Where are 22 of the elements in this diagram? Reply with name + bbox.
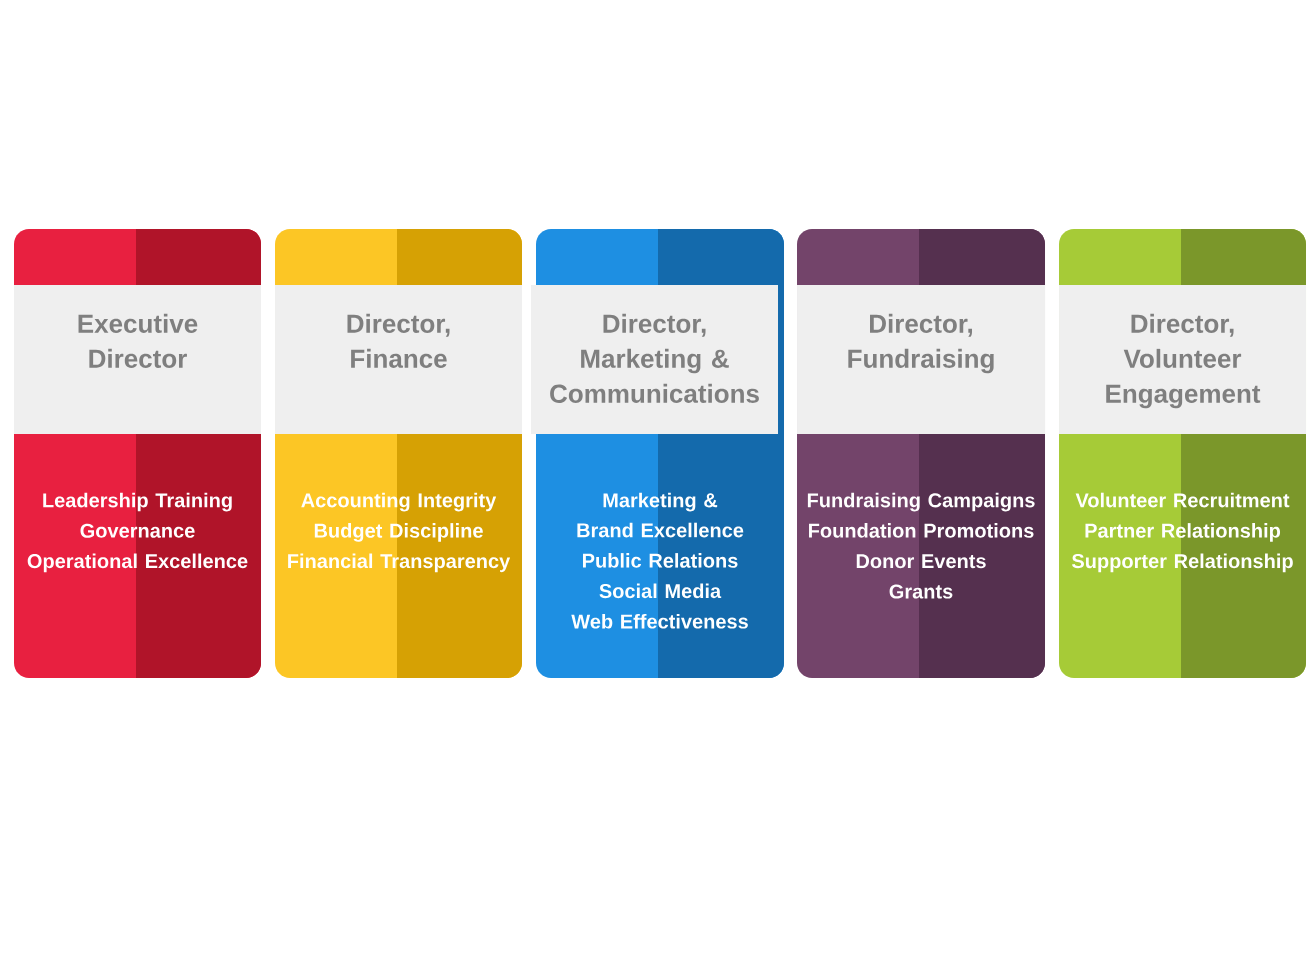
list-item: Foundation Promotions bbox=[809, 523, 1034, 538]
list-item: Web Effectiveness bbox=[571, 613, 748, 629]
title-band: Director, Volunteer Engagement bbox=[1059, 285, 1306, 434]
list-item: Budget Discipline bbox=[314, 523, 483, 542]
list-item: Social Media bbox=[599, 583, 722, 599]
list-item: Financial Transparency bbox=[288, 553, 511, 573]
list-item: Volunteer Recruitment bbox=[1075, 492, 1290, 508]
list-item: Donor Events bbox=[856, 554, 986, 569]
list-item: Marketing & Brand Excellence bbox=[577, 492, 744, 538]
title-band: Director, Finance bbox=[275, 285, 522, 434]
list-item: Partner Relationship bbox=[1085, 523, 1281, 542]
title-band: Director, Marketing & Communications bbox=[531, 285, 778, 434]
list-item: Public Relations bbox=[583, 553, 738, 568]
list-item: Accounting Integrity bbox=[301, 492, 497, 512]
list-item: Fundraising Campaigns bbox=[807, 492, 1035, 512]
list-item: Leadership Training bbox=[43, 492, 232, 512]
list-item: Grants bbox=[889, 584, 953, 599]
title-band: Director, Fundraising bbox=[797, 285, 1045, 434]
list-item: Governance bbox=[80, 523, 195, 538]
title-band: Executive Director bbox=[14, 285, 261, 434]
list-item: Operational Excellence bbox=[27, 553, 248, 573]
list-item: Supporter Relationship bbox=[1072, 553, 1293, 573]
